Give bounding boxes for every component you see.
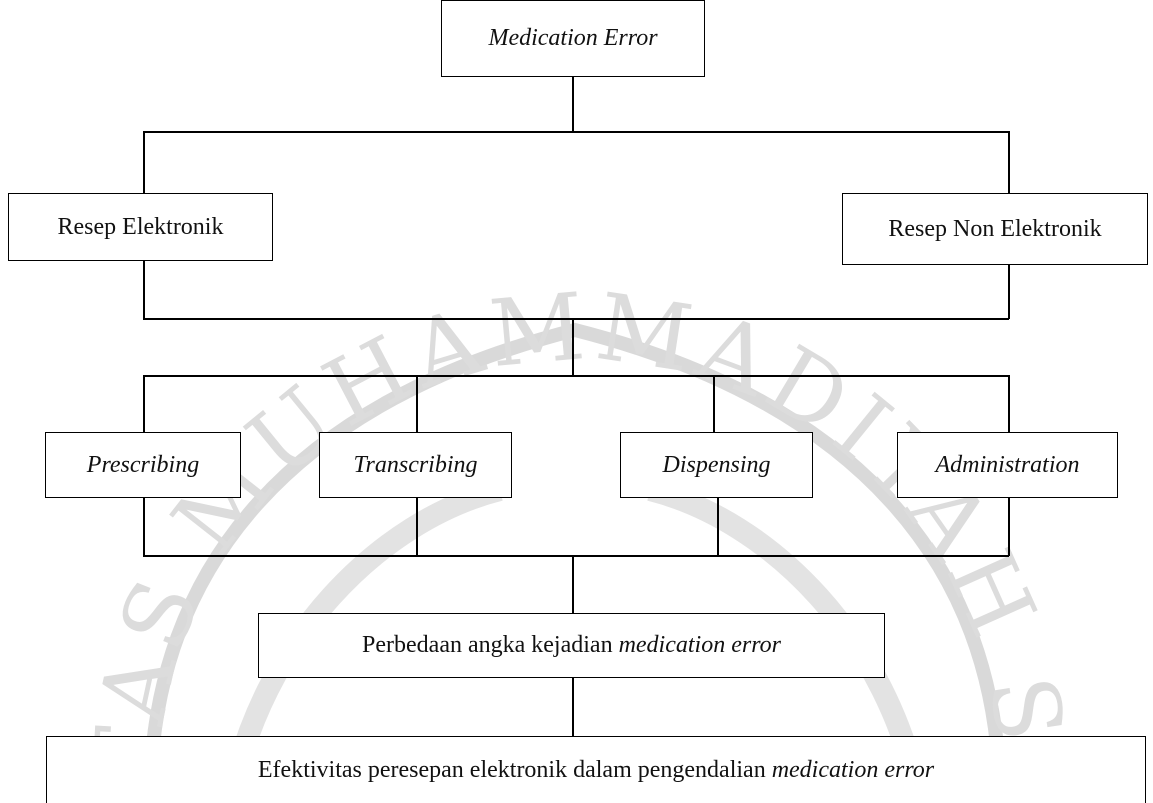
difference-label: Perbedaan angka kejadian medication erro… — [362, 632, 781, 659]
connector-stage-bus-top — [143, 375, 1009, 377]
difference-emphasis: medication error — [618, 632, 781, 658]
connector-to-difference — [572, 555, 574, 614]
connector-to-administration — [1008, 375, 1010, 432]
outcome-text: Efektivitas peresepan elektronik dalam p… — [257, 756, 772, 783]
box-administration: Administration — [897, 432, 1118, 498]
connector-root-down — [572, 77, 574, 132]
connector-stage-bus-bottom — [143, 555, 1009, 557]
box-transcribing: Transcribing — [319, 432, 512, 498]
box-dispensing: Dispensing — [620, 432, 813, 498]
box-difference: Perbedaan angka kejadian medication erro… — [258, 613, 885, 678]
connector-merge-down — [572, 318, 574, 376]
box-resep-elektronik: Resep Elektronik — [8, 193, 273, 261]
root-box-medication-error: Medication Error — [441, 0, 705, 77]
connector-elektronik-down — [143, 260, 145, 319]
connector-from-dispensing — [717, 498, 719, 556]
administration-label: Administration — [935, 451, 1080, 478]
connector-to-outcome — [572, 677, 574, 737]
box-resep-non-elektronik: Resep Non Elektronik — [842, 193, 1148, 265]
prescribing-label: Prescribing — [86, 451, 200, 478]
outcome-label: Efektivitas peresepan elektronik dalam p… — [258, 757, 934, 784]
connector-to-non-elektronik — [1008, 131, 1010, 194]
resep-elektronik-label: Resep Elektronik — [57, 213, 224, 240]
connector-to-dispensing — [713, 375, 715, 432]
transcribing-label: Transcribing — [353, 451, 478, 478]
connector-from-transcribing — [416, 498, 418, 556]
connector-from-prescribing — [143, 498, 145, 556]
root-label: Medication Error — [488, 25, 658, 51]
connector-root-bus — [143, 131, 1009, 133]
box-prescribing: Prescribing — [45, 432, 241, 498]
connector-non-elektronik-down — [1008, 265, 1010, 319]
resep-non-elektronik-label: Resep Non Elektronik — [888, 215, 1102, 242]
connector-to-transcribing — [416, 375, 418, 432]
connector-to-prescribing — [143, 375, 145, 432]
connector-to-elektronik — [143, 131, 145, 194]
box-outcome: Efektivitas peresepan elektronik dalam p… — [46, 736, 1146, 803]
dispensing-label: Dispensing — [662, 451, 771, 478]
outcome-emphasis: medication error — [771, 756, 935, 783]
connector-merge-bus — [143, 318, 1009, 320]
difference-text: Perbedaan angka kejadian — [362, 632, 619, 658]
connector-from-administration — [1008, 498, 1010, 556]
